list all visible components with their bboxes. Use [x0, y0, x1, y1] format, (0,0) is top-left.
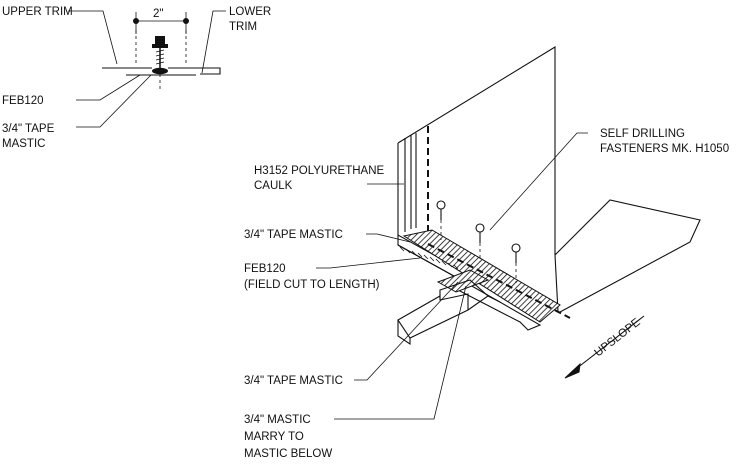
- gutter-channel-edge: [487, 295, 501, 303]
- hidden-trim-edge: [427, 243, 571, 319]
- isometric-detail: SELF DRILLING FASTENERS MK. H1050 H3152 …: [244, 46, 729, 460]
- label-tape-mastic-low: 3/4" TAPE MASTIC: [244, 375, 343, 387]
- wall-panel-outline: [397, 46, 556, 255]
- label-feb120-mid-line2: (FIELD CUT TO LENGTH): [244, 279, 380, 291]
- section-detail: UPPER TRIM LOWER TRIM 2" FEB120 3/4" TAP…: [2, 6, 271, 150]
- label-feb120-top: FEB120: [2, 95, 44, 107]
- leader-upper-trim: [68, 10, 118, 65]
- leader-tape-mastic-low: [354, 281, 459, 381]
- label-lower-trim-line2: TRIM: [229, 21, 257, 33]
- gutter-channel-top: [439, 279, 489, 311]
- fastener-icon: [511, 243, 521, 283]
- leader-lower-trim: [201, 10, 226, 74]
- leader-feb120-mid: [316, 257, 421, 269]
- fastener-icon: [436, 200, 446, 240]
- lower-trim-profile: [168, 67, 221, 75]
- label-fasteners-line2: FASTENERS MK. H1050: [600, 143, 729, 155]
- label-feb120-mid-line1: FEB120: [244, 263, 286, 275]
- dimension-dot-left: [133, 18, 139, 24]
- label-tape-mastic-top-line1: 3/4" TAPE: [2, 123, 55, 135]
- fastener-icon: [475, 223, 485, 262]
- roof-panel-front-edge: [554, 254, 559, 313]
- fastener-icon: [152, 36, 168, 68]
- label-mastic-marry-line1: 3/4" MASTIC: [244, 414, 311, 426]
- label-mastic-marry-line3: MASTIC BELOW: [244, 448, 332, 460]
- leader-tape-mastic-top: [76, 74, 152, 128]
- label-caulk-line1: H3152 POLYURETHANE: [254, 165, 384, 177]
- tape-mastic-bead: [152, 67, 168, 75]
- gutter-channel-front: [397, 293, 469, 339]
- label-dimension-2in: 2": [153, 8, 163, 20]
- label-mastic-marry-line2: MARRY TO: [244, 431, 304, 443]
- dimension-dot-right: [183, 18, 189, 24]
- tape-mastic-strip: [402, 229, 561, 323]
- label-tape-mastic-mid: 3/4" TAPE MASTIC: [244, 229, 343, 241]
- label-caulk-line2: CAULK: [254, 180, 293, 192]
- feb120-serration: [399, 246, 459, 270]
- leader-feb120-top: [76, 74, 141, 101]
- upslope-arrow: [564, 315, 645, 379]
- label-upper-trim: UPPER TRIM: [2, 6, 73, 18]
- leader-fasteners: [489, 132, 588, 231]
- label-fasteners-line1: SELF DRILLING: [600, 128, 685, 140]
- label-upslope: UPSLOPE: [592, 316, 642, 359]
- leader-mastic-marry: [334, 285, 467, 420]
- label-lower-trim-line1: LOWER: [229, 6, 271, 18]
- label-tape-mastic-top-line2: MASTIC: [2, 138, 45, 150]
- leader-tape-mastic-mid: [366, 233, 411, 243]
- roof-panel-outline: [554, 199, 701, 313]
